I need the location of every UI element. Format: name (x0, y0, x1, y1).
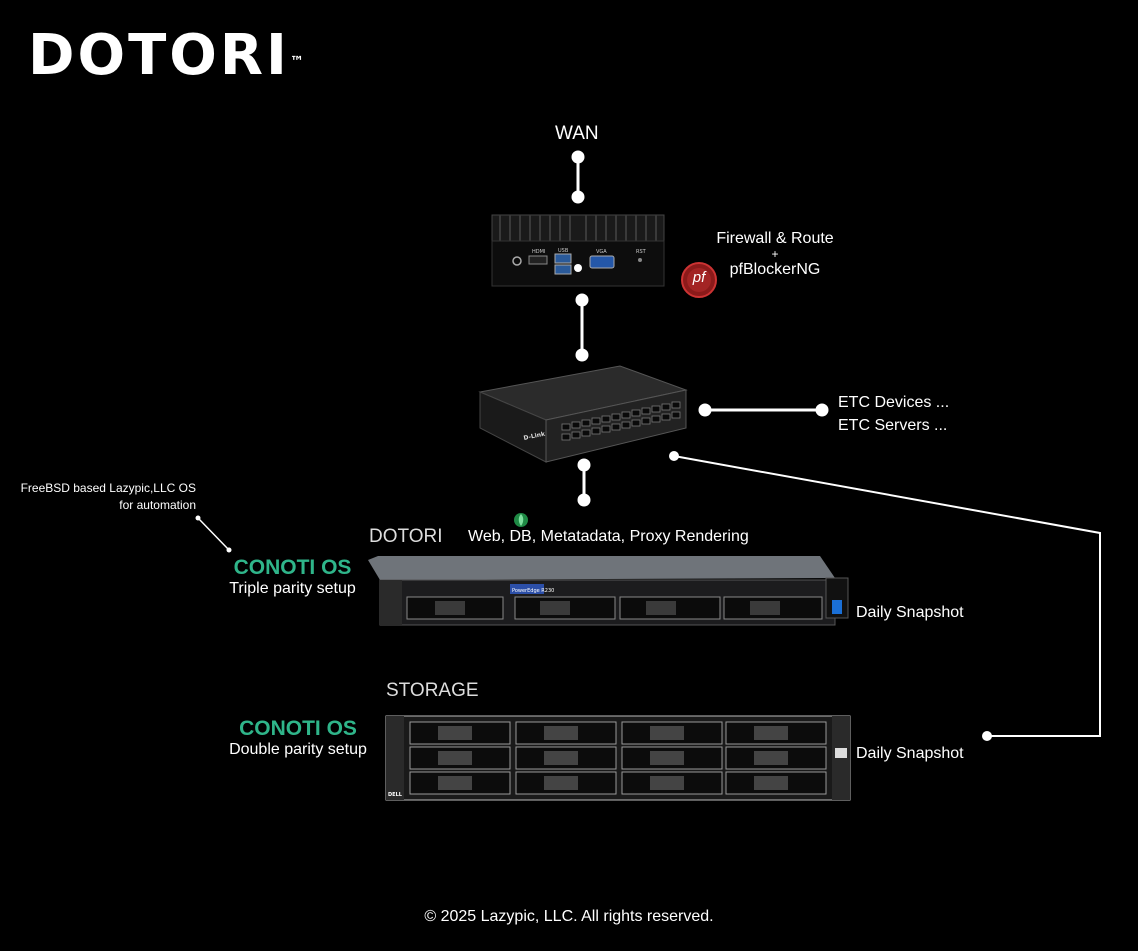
firewall-line3: pfBlockerNG (729, 261, 821, 278)
port-label-vga: VGA (596, 249, 607, 255)
wan-label: WAN (555, 123, 599, 144)
storage-brand-label: DELL (388, 792, 403, 798)
switch-brand-label: D-Link (523, 430, 547, 442)
switch-dotori-connector (577, 458, 591, 507)
port-label-usb: USB (558, 248, 569, 254)
pfsense-badge (681, 262, 717, 298)
etc-servers-label: ETC Servers ... (838, 417, 948, 434)
switch-storage-connector (669, 451, 1101, 741)
mongodb-leaf-icon (514, 513, 528, 527)
etc-connector (698, 403, 829, 417)
dotori-os-block: CONOTI OS Triple parity setup (220, 556, 365, 598)
freebsd-annotation: FreeBSD based Lazypic,LLC OS for automat… (10, 480, 196, 514)
pf-badge-text: pf (692, 269, 706, 286)
etc-list: ETC Devices ... ETC Servers ... (838, 391, 949, 437)
port-label-rst: RST (636, 249, 647, 255)
dotori-logo: DOTORI™ (28, 26, 304, 86)
port-label-hdmi: HDMI (532, 249, 545, 255)
storage-os-name: CONOTI OS (239, 717, 357, 740)
trademark-symbol: ™ (289, 54, 304, 70)
firewall-line1: Firewall & Route (716, 230, 834, 247)
firewall-device (491, 214, 665, 287)
etc-devices-label: ETC Devices ... (838, 394, 950, 411)
storage-os-block: CONOTI OS Double parity setup (222, 717, 374, 759)
firewall-plus: + (771, 247, 779, 261)
logo-text: DOTORI (28, 23, 290, 88)
annotation-pointer (195, 515, 232, 553)
firewall-description: Firewall & Route + pfBlockerNG (705, 229, 845, 279)
copyright-footer: © 2025 Lazypic, LLC. All rights reserved… (424, 908, 714, 925)
wan-connector (571, 150, 585, 204)
dotori-os-setup: Triple parity setup (229, 580, 356, 597)
dotori-snapshot-label: Daily Snapshot (856, 604, 964, 621)
storage-title: STORAGE (386, 680, 479, 701)
firewall-switch-connector (575, 293, 589, 362)
storage-snapshot-label: Daily Snapshot (856, 745, 964, 762)
storage-os-setup: Double parity setup (229, 741, 367, 758)
dotori-server-rack (368, 556, 849, 626)
annotation-line1: FreeBSD based Lazypic,LLC OS (20, 481, 196, 495)
annotation-line2: for automation (119, 498, 196, 512)
dotori-services: Web, DB, Metatadata, Proxy Rendering (468, 528, 749, 545)
network-switch (478, 365, 688, 463)
firewall-port-labels: HDMI USB VGA RST (532, 248, 647, 255)
storage-server-rack (385, 715, 851, 801)
dotori-os-name: CONOTI OS (233, 556, 352, 579)
server-model-label: PowerEdge R230 (512, 588, 554, 594)
dotori-title: DOTORI (369, 526, 443, 547)
